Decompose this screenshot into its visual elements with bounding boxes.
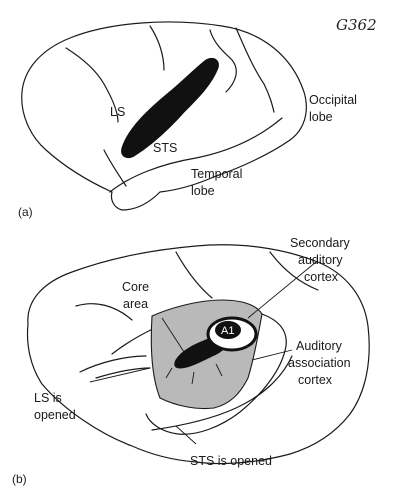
label-sts-opened: STS is opened (190, 454, 272, 468)
leader-ls-opened (90, 368, 150, 382)
label-ls-opened-line2: opened (34, 408, 76, 422)
label-ls: LS (110, 105, 125, 119)
panel-a: LS STS Occipital lobe Temporal lobe (a) (18, 22, 357, 219)
label-secondary-line1: Secondary (290, 236, 351, 250)
label-core-line1: Core (122, 280, 149, 294)
label-temporal-line2: lobe (191, 184, 215, 198)
label-core-line2: area (123, 297, 148, 311)
panel-a-occipital-sulcus (236, 28, 274, 112)
label-secondary-line2: auditory (298, 253, 343, 267)
label-assoc-line1: Auditory (296, 339, 343, 353)
label-assoc-line3: cortex (298, 373, 333, 387)
label-occipital-line1: Occipital (309, 93, 357, 107)
label-assoc-line2: association (288, 356, 351, 370)
label-occipital-line2: lobe (309, 110, 333, 124)
label-secondary-line3: cortex (304, 270, 339, 284)
panel-b-label: (b) (12, 472, 27, 486)
label-ls-opened-line1: LS is (34, 391, 62, 405)
panel-a-label: (a) (18, 205, 33, 219)
panel-b: A1 Secondary auditory cortex Core area A… (12, 236, 369, 486)
panel-b-ls-bank (80, 356, 146, 372)
leader-sts-opened (176, 426, 196, 444)
panel-b-central-sulcus (176, 252, 212, 298)
label-temporal-line1: Temporal (191, 167, 242, 181)
label-a1: A1 (221, 325, 234, 337)
label-sts: STS (153, 141, 177, 155)
panel-a-central-sulcus (150, 26, 164, 70)
leader-association-cortex (252, 350, 292, 360)
handwritten-annotation: G362 (336, 16, 377, 34)
